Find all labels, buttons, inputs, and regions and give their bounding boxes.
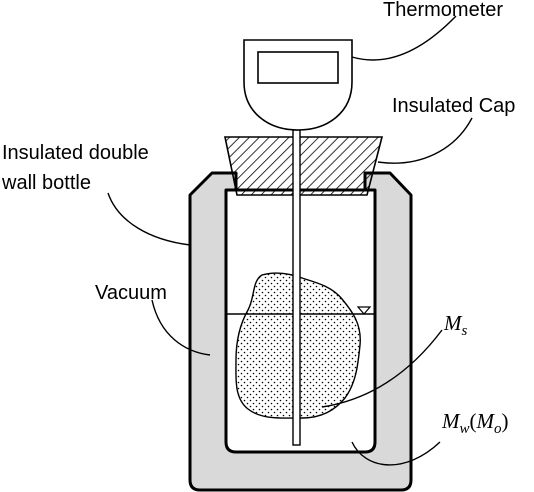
label-ms-main: M — [443, 311, 463, 335]
label-ms: Ms — [443, 311, 468, 339]
label-mw-main: M — [441, 409, 461, 433]
leader-vacuum — [151, 299, 211, 356]
label-insulated-cap: Insulated Cap — [392, 95, 515, 117]
label-mo-main: M — [476, 409, 496, 433]
label-bottle-line1: Insulated double — [2, 142, 149, 164]
label-thermometer: Thermometer — [383, 0, 503, 21]
label-mw: Mw(Mo) — [441, 409, 509, 437]
insulated-cap — [224, 136, 384, 196]
label-bottle-line2: wall bottle — [1, 172, 91, 194]
label-ms-sub: s — [462, 323, 468, 339]
leader-ms — [321, 329, 443, 408]
label-mw-paren-close: ) — [502, 409, 509, 433]
label-mw-sub: w — [460, 421, 470, 437]
label-mo-sub: o — [494, 421, 502, 437]
leader-mw — [351, 441, 441, 466]
leader-bottle — [107, 192, 191, 246]
thermometer-stem — [292, 129, 301, 446]
thermometer-display — [257, 51, 339, 84]
label-vacuum: Vacuum — [95, 282, 167, 304]
label-mw-paren-open: ( — [470, 409, 477, 433]
leader-thermometer — [351, 15, 457, 61]
water-level-marker-icon — [356, 306, 372, 315]
leader-insulated-cap — [377, 117, 473, 164]
